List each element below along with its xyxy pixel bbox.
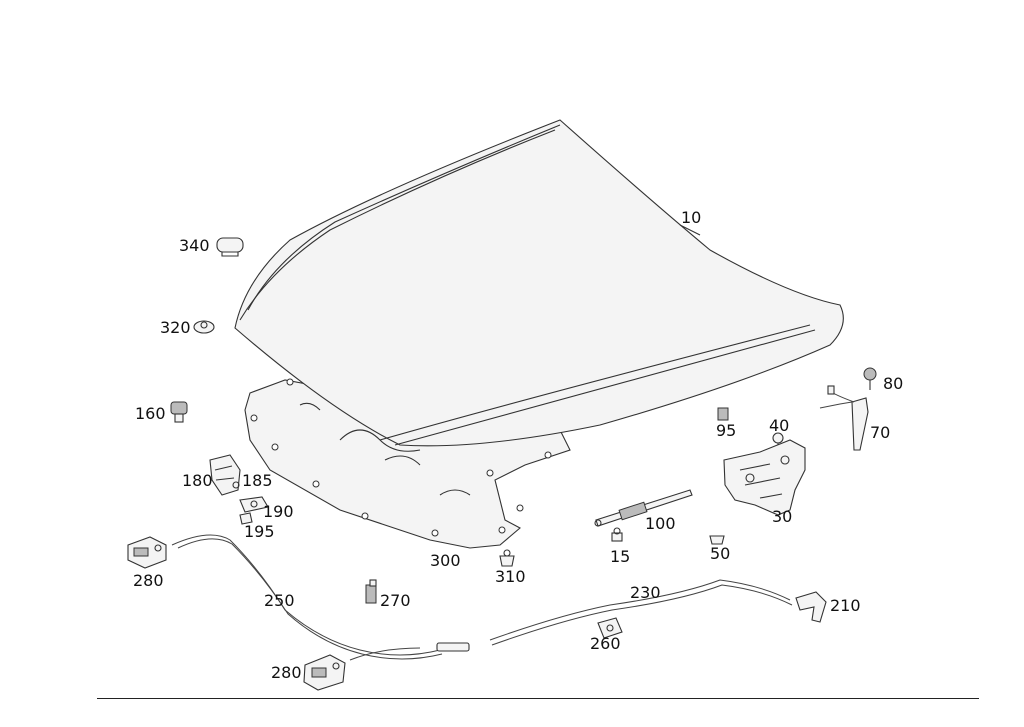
release-handle-part-210 (795, 591, 827, 623)
label-part-210: 210 (830, 596, 861, 615)
gas-strut-part-100 (594, 489, 693, 527)
label-part-190: 190 (263, 502, 294, 521)
label-part-185: 185 (242, 471, 273, 490)
label-part-30: 30 (772, 507, 793, 526)
cable-holder-part-270 (365, 579, 377, 604)
screw-part-80 (863, 367, 877, 390)
clip-part-95 (717, 407, 729, 421)
clip-part-310 (499, 549, 515, 567)
bottom-rule (97, 698, 979, 699)
label-part-195: 195 (244, 522, 275, 541)
label-part-95: 95 (716, 421, 737, 440)
label-part-340: 340 (179, 236, 210, 255)
buffer-part-160 (170, 401, 188, 423)
cable-guide-part-260 (597, 617, 623, 639)
sensor-part-70 (819, 385, 869, 451)
label-part-280-upper: 280 (133, 571, 164, 590)
label-part-260: 260 (590, 634, 621, 653)
label-part-80: 80 (883, 374, 904, 393)
release-cable-part-230 (489, 579, 793, 646)
bumper-part-340 (216, 237, 244, 257)
label-part-50: 50 (710, 544, 731, 563)
clip-part-15 (611, 527, 623, 542)
label-part-40: 40 (769, 416, 790, 435)
label-part-300: 300 (430, 551, 461, 570)
label-part-160: 160 (135, 404, 166, 423)
clip-part-320 (193, 320, 215, 334)
label-part-15: 15 (610, 547, 631, 566)
hinge-part-30 (723, 439, 806, 516)
label-part-250: 250 (264, 591, 295, 610)
hood-panel-part-10 (234, 119, 844, 447)
label-part-270: 270 (380, 591, 411, 610)
label-part-70: 70 (870, 423, 891, 442)
hood-lock-part-280-lower (303, 654, 346, 691)
label-part-100: 100 (645, 514, 676, 533)
label-part-10: 10 (681, 208, 702, 227)
bracket-part-180 (209, 454, 241, 496)
label-part-230: 230 (630, 583, 661, 602)
cable-connector (436, 642, 470, 652)
release-cable-part-250 (171, 534, 443, 661)
clip-part-50 (709, 535, 725, 545)
screw-part-190 (239, 496, 269, 513)
label-part-180: 180 (182, 471, 213, 490)
label-part-320: 320 (160, 318, 191, 337)
label-part-310: 310 (495, 567, 526, 586)
nut-part-195 (239, 512, 253, 525)
label-part-280-lower: 280 (271, 663, 302, 682)
hood-lock-part-280-upper (127, 536, 167, 569)
